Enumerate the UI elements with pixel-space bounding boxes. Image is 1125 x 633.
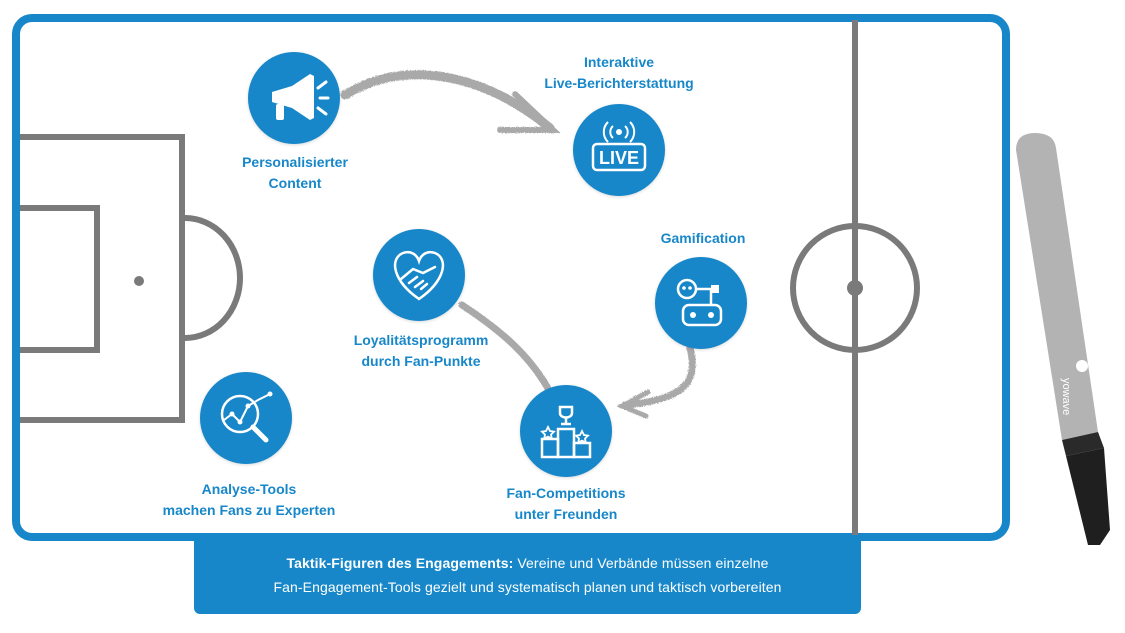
marker-brand-text: yowave [1060,378,1072,416]
caption-line-1: Taktik-Figuren des Engagements: Vereine … [194,551,861,575]
podium-trophy-icon [520,385,612,477]
megaphone-icon [248,52,340,144]
caption-bold: Taktik-Figuren des Engagements: [286,555,514,571]
arrow-content-to-live [340,70,555,133]
game-controller-icon [655,257,747,349]
label-analyse-tools: Analyse-Tools machen Fans zu Experten [162,481,336,518]
penalty-spot [134,276,144,286]
penalty-arc [184,215,243,341]
centre-circle [790,223,920,353]
pitch-markings [20,20,920,535]
brand-logo-icon [1076,360,1088,372]
centre-spot [847,280,863,296]
goal-area [20,205,100,353]
curve-loyalty-to-competitions [458,301,554,396]
analytics-magnifier-icon [200,372,292,464]
label-gamification: Gamification [660,230,746,246]
caption-line-2: Fan-Engagement-Tools gezielt und systema… [273,579,782,595]
label-fan-competitions: Fan-Competitions unter Freunden [506,485,626,522]
penalty-area [20,134,185,423]
marker-pen [1016,133,1110,545]
label-live-berichterstattung: Interaktive Live-Berichterstattung [544,54,694,91]
arrow-gamification-to-competitions [621,344,696,409]
handshake-heart-icon [373,229,465,321]
chalk-arrows [340,70,696,419]
live-badge-text: LIVE [599,148,639,168]
label-personalisierter-content: Personalisierter Content [242,154,348,191]
live-broadcast-icon: LIVE [573,104,665,196]
label-loyalitaetsprogramm: Loyalitätsprogramm durch Fan-Punkte [353,332,489,369]
caption-text-1: Vereine und Verbände müssen einzelne [517,555,769,571]
arrow-gamification-to-competitions-head [616,389,651,419]
arrow-content-to-live-head [497,91,561,133]
caption-banner: Taktik-Figuren des Engagements: Vereine … [194,538,861,614]
